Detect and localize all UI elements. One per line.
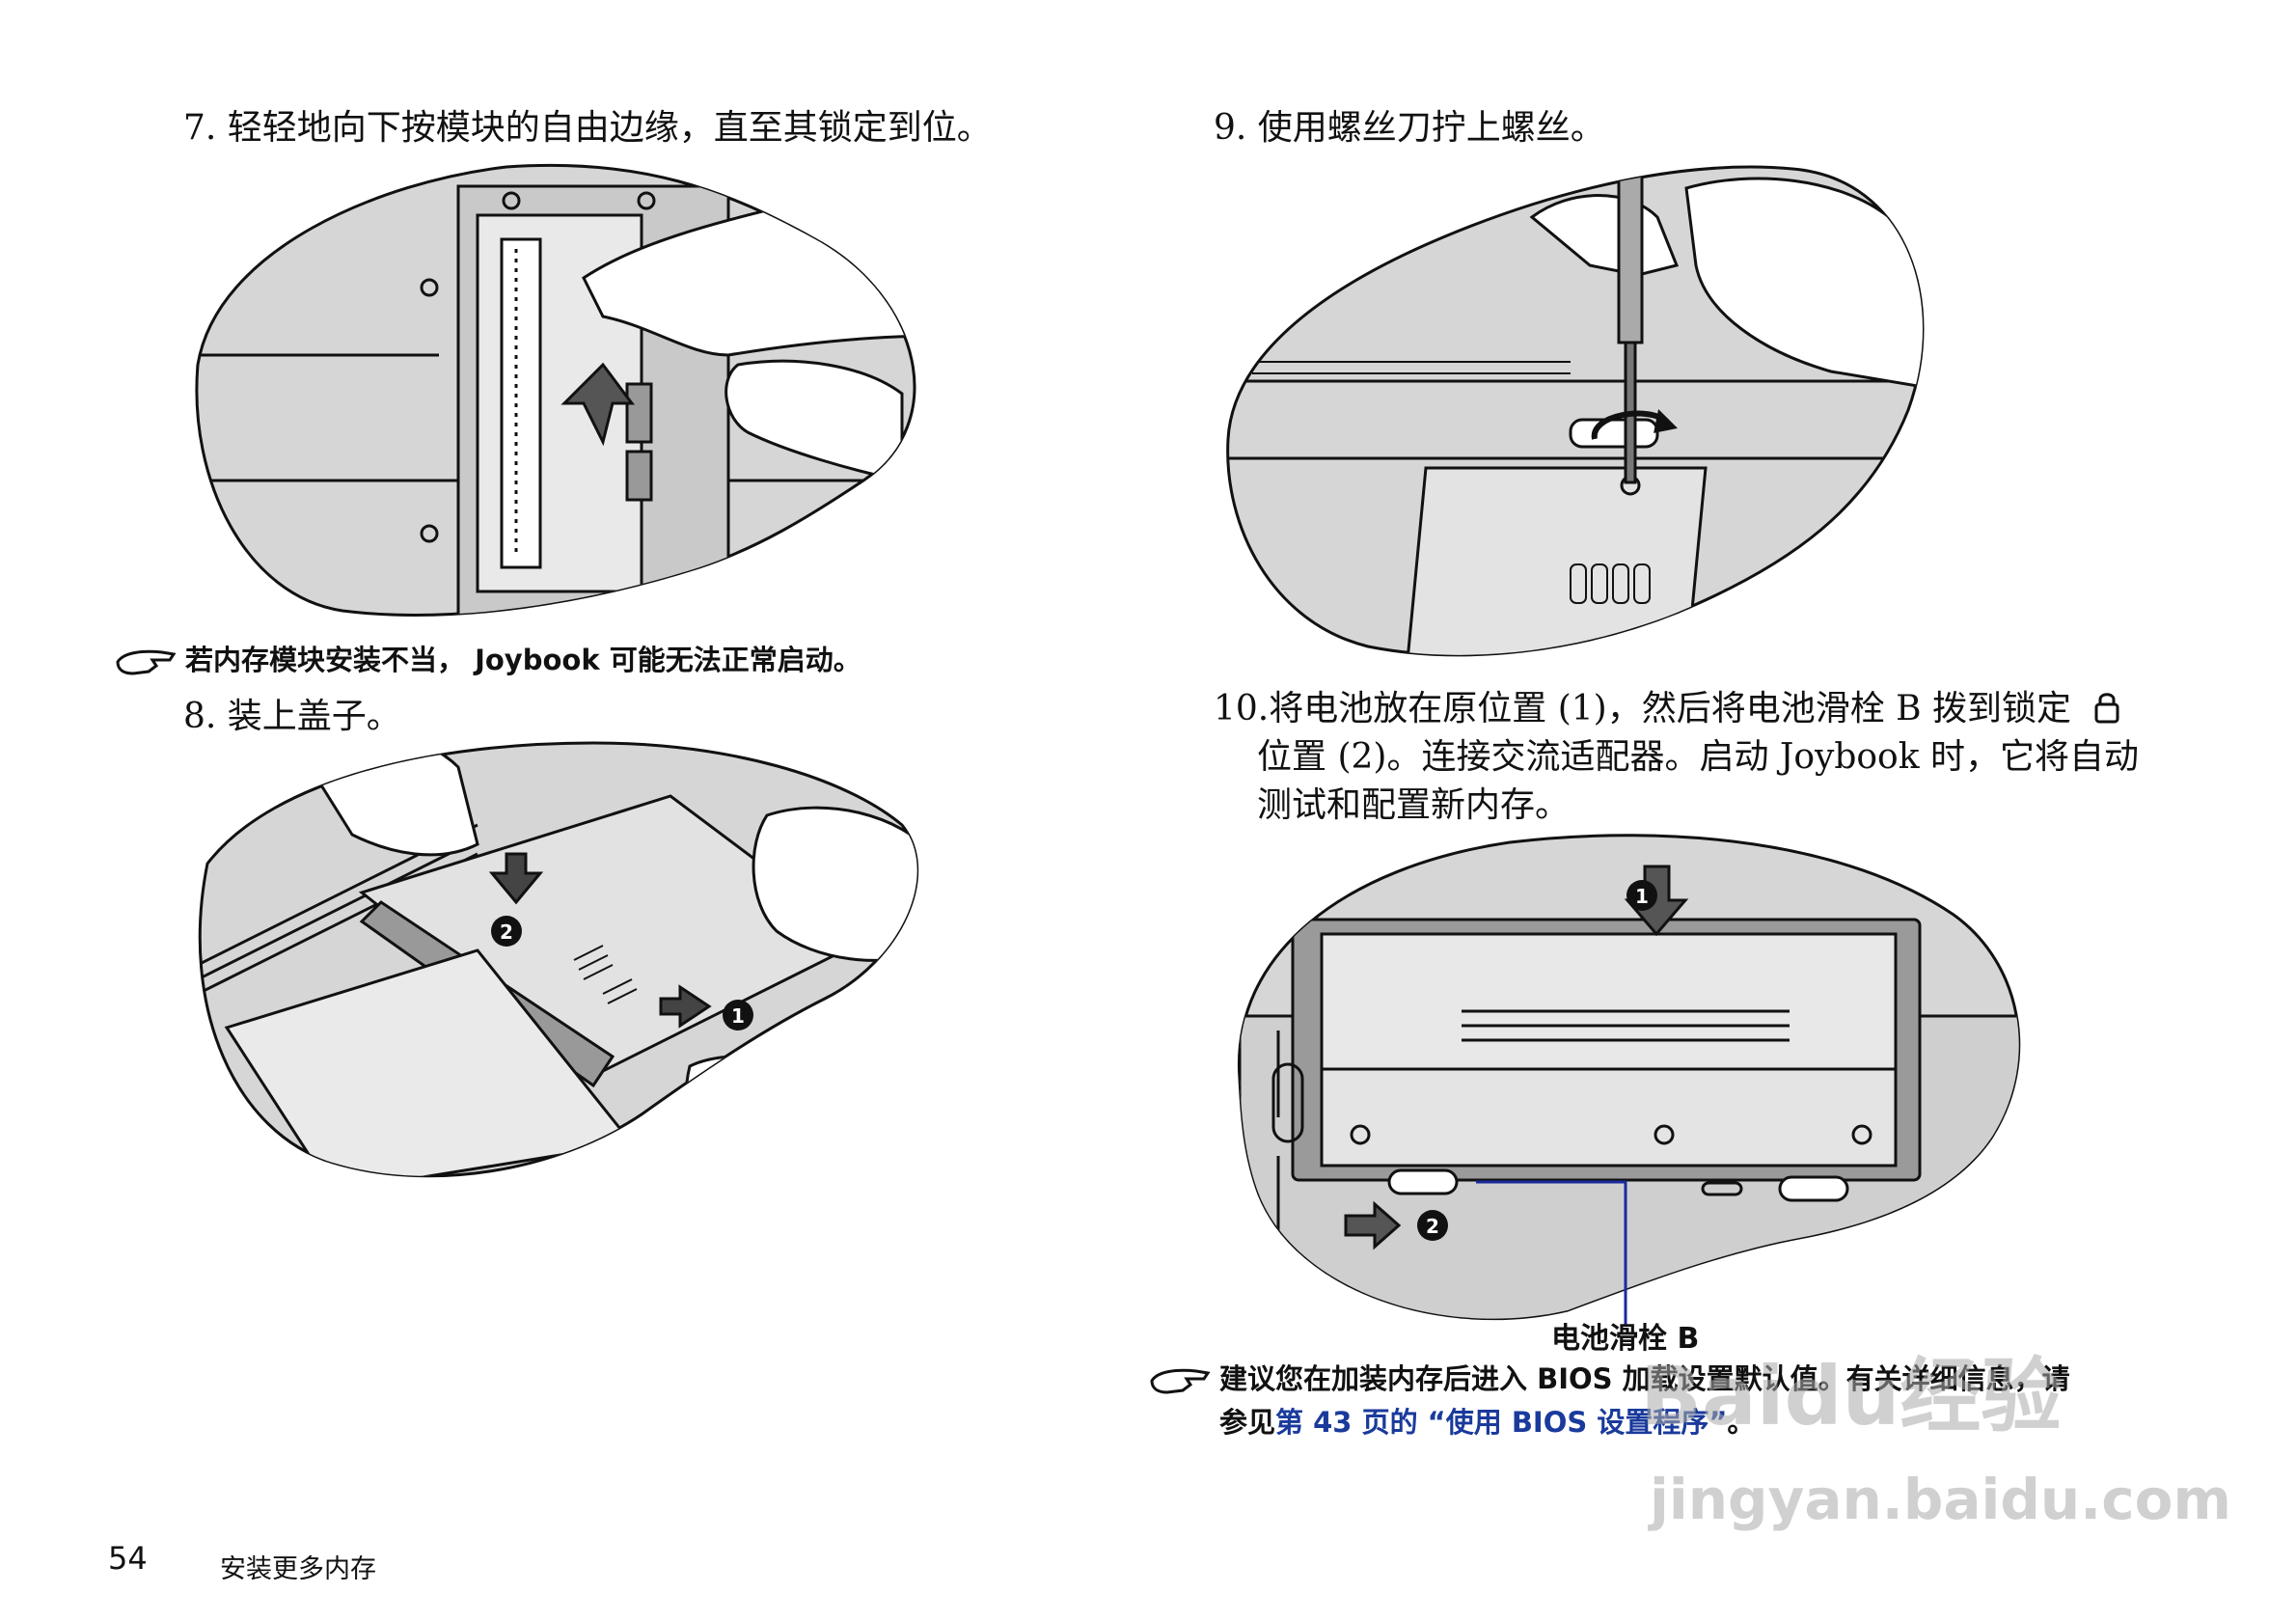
illustration-battery: 1 2 <box>1237 834 2021 1325</box>
slider-b-label: 电池滑栓 B <box>1551 1322 1700 1356</box>
illustration-screwdriver <box>1226 165 1925 657</box>
step-10-line1: 10.将电池放在原位置 (1)，然后将电池滑栓 B 拨到锁定 <box>1214 685 2121 733</box>
section-title: 安装更多内存 <box>220 1554 376 1584</box>
step-9-text: 9. 使用螺丝刀拧上螺丝。 <box>1214 108 1605 148</box>
step-8-text: 8. 装上盖子。 <box>183 697 401 736</box>
watermark-logo: Baidu经验 <box>1640 1349 2063 1443</box>
note-bios: 建议您在加装内存后进入 BIOS 加载设置默认值。有关详细信息，请 <box>1148 1356 2070 1402</box>
page-number: 54 <box>108 1540 148 1577</box>
note-hand-icon <box>116 649 177 675</box>
lock-icon <box>2094 693 2118 724</box>
note-hand-icon <box>1150 1368 1211 1394</box>
note-improper-install: 若内存模块安装不当， Joybook 可能无法正常启动。 <box>114 637 861 683</box>
illustration-replace-cover: 2 1 <box>198 741 919 1178</box>
note-text: 若内存模块安装不当， Joybook 可能无法正常启动。 <box>185 644 861 676</box>
step-10-line3: 测试和配置新内存。 <box>1257 785 1571 825</box>
step-10-line2: 位置 (2)。连接交流适配器。启动 Joybook 时，它将自动 <box>1257 737 2139 777</box>
bios-page-link[interactable]: 第 43 页的 “使用 BIOS 设置程序” <box>1275 1406 1728 1439</box>
marker-2-label: 2 <box>1426 1215 1439 1238</box>
marker-1-label: 1 <box>731 1004 745 1028</box>
note-bios-line2: 参见第 43 页的 “使用 BIOS 设置程序”。 <box>1219 1406 1756 1439</box>
watermark-url: jingyan.baidu.com <box>1650 1467 2231 1532</box>
callout-line <box>1476 1180 1627 1325</box>
marker-2-label: 2 <box>500 920 513 944</box>
step-7-text: 7. 轻轻地向下按模块的自由边缘，直至其锁定到位。 <box>183 108 992 148</box>
illustration-insert-module <box>195 163 916 617</box>
note-bios-line1: 建议您在加装内存后进入 BIOS 加载设置默认值。有关详细信息，请 <box>1219 1362 2070 1395</box>
marker-1-label: 1 <box>1635 885 1649 908</box>
